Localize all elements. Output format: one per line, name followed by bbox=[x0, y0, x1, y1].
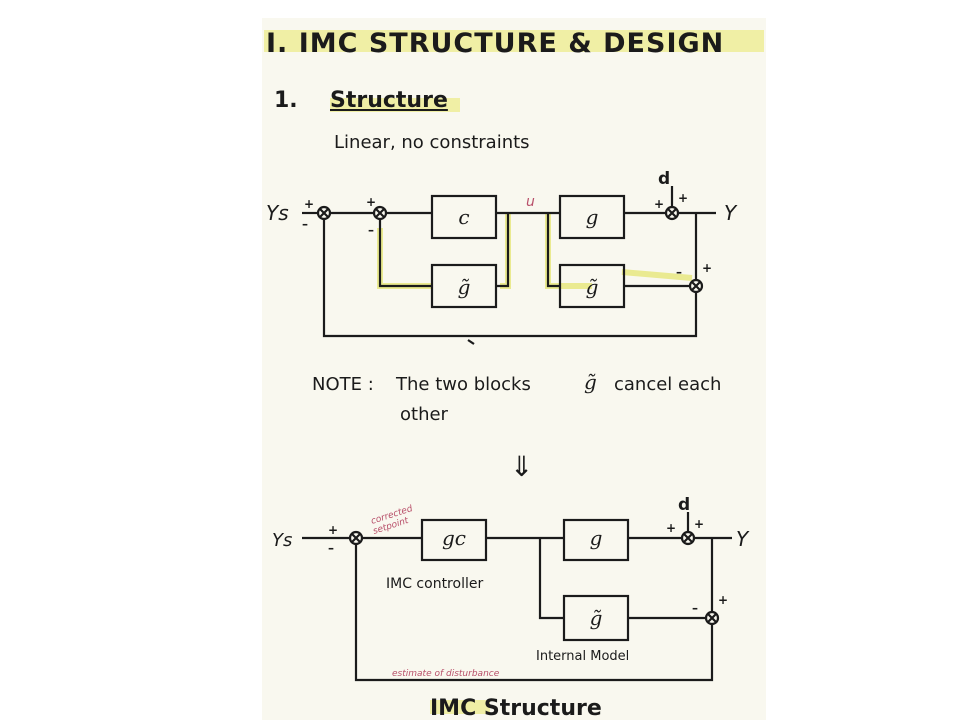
sign-minus-c: – bbox=[692, 601, 698, 615]
signal-u-label: u bbox=[526, 194, 535, 210]
sign-plus-b: + bbox=[666, 521, 676, 535]
sign-plus-a: + bbox=[328, 523, 338, 537]
sign-plus-d: + bbox=[718, 593, 728, 607]
controller-block-gc bbox=[420, 518, 488, 562]
sign-plus-1: + bbox=[304, 197, 314, 211]
page-title: I. IMC STRUCTURE & DESIGN bbox=[266, 28, 725, 59]
estimate-caption: estimate of disturbance bbox=[392, 669, 500, 679]
block-gtilde-1-label: g̃ bbox=[458, 275, 471, 299]
plant-block-g-2 bbox=[562, 518, 630, 562]
sign-minus-4: – bbox=[676, 265, 682, 279]
output-label-2: Y bbox=[736, 527, 750, 551]
disturbance-label-2: d bbox=[678, 495, 690, 515]
subtitle-highlight bbox=[330, 98, 460, 112]
controller-caption: IMC controller bbox=[386, 576, 483, 592]
sign-plus-5: + bbox=[702, 261, 712, 275]
block-g-label: g bbox=[586, 205, 599, 229]
block-gtilde3-label: g̃ bbox=[590, 606, 603, 630]
section-number: 1. bbox=[274, 88, 298, 113]
plant-block-g bbox=[558, 194, 626, 240]
note-line2: other bbox=[400, 404, 448, 425]
block-c-label: c bbox=[458, 205, 469, 229]
disturbance-label: d bbox=[658, 169, 670, 189]
notebook-page: I. IMC STRUCTURE & DESIGN 1. Structure L… bbox=[262, 18, 766, 720]
section-title: Structure bbox=[330, 88, 448, 113]
model-caption: Internal Model bbox=[536, 649, 629, 664]
sign-minus-1: – bbox=[302, 217, 308, 231]
section-subtitle: Linear, no constraints bbox=[334, 132, 530, 153]
note-symbol: g̃ bbox=[584, 370, 597, 394]
imc-diagram-simplified: gc g g̃ Ys Y d corrected setpoint IMC co… bbox=[272, 495, 750, 682]
sign-minus-a: – bbox=[328, 541, 334, 555]
note-label: NOTE : bbox=[312, 374, 374, 395]
note-line1-b: cancel each bbox=[614, 374, 722, 395]
setpoint-label-2: Ys bbox=[272, 530, 292, 551]
controller-block-c bbox=[430, 194, 498, 240]
block-gc-label: gc bbox=[442, 526, 466, 550]
imc-diagram-expanded: c g̃ g g̃ u Ys Y d + – + – + + – + bbox=[266, 169, 738, 345]
sign-plus-2: + bbox=[366, 195, 376, 209]
setpoint-label: Ys bbox=[266, 201, 289, 225]
block-g2-label: g bbox=[590, 526, 603, 550]
note-line1-a: The two blocks bbox=[396, 374, 531, 395]
down-arrow-icon: ⇓ bbox=[510, 450, 534, 483]
sign-minus-2: – bbox=[368, 223, 374, 237]
output-label: Y bbox=[724, 201, 738, 225]
title-highlight bbox=[264, 30, 764, 52]
sign-plus-c: + bbox=[694, 517, 704, 531]
footer-highlight bbox=[430, 700, 490, 714]
block-gtilde-2-label: g̃ bbox=[586, 275, 599, 299]
sign-plus-4: + bbox=[678, 191, 688, 205]
footer-title: IMC Structure bbox=[430, 696, 602, 720]
sign-plus-3: + bbox=[654, 197, 664, 211]
